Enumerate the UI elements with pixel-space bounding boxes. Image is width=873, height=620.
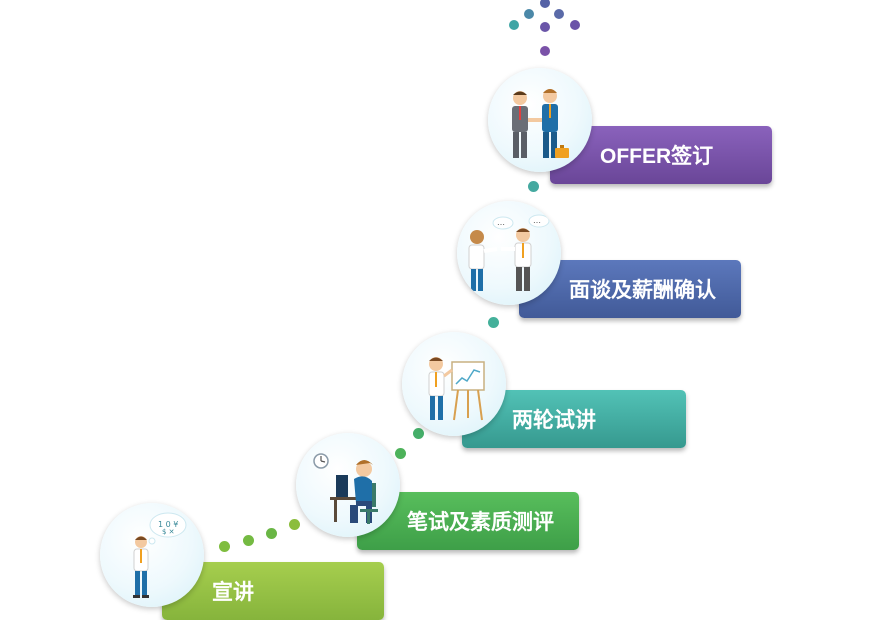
dot bbox=[528, 181, 539, 192]
conversation-icon: … … bbox=[457, 201, 561, 305]
svg-text:1 0 ¥: 1 0 ¥ bbox=[158, 520, 178, 529]
step-label-text: 两轮试讲 bbox=[512, 409, 596, 432]
dot bbox=[509, 20, 519, 30]
dot bbox=[540, 0, 550, 8]
dot bbox=[488, 317, 499, 328]
dot bbox=[554, 9, 564, 19]
step-label-text: 宣讲 bbox=[212, 581, 254, 604]
svg-text:…: … bbox=[497, 218, 505, 227]
presenter-thinking-icon: 1 0 ¥ $ ✕ bbox=[100, 503, 204, 607]
dot bbox=[289, 519, 300, 530]
handshake-icon bbox=[488, 68, 592, 172]
step-label-text: 笔试及素质测评 bbox=[407, 511, 554, 534]
dot bbox=[570, 20, 580, 30]
dot bbox=[219, 541, 230, 552]
dot bbox=[243, 535, 254, 546]
dot bbox=[413, 428, 424, 439]
dot bbox=[540, 46, 550, 56]
dot bbox=[395, 448, 406, 459]
step-label-text: 面谈及薪酬确认 bbox=[569, 279, 716, 302]
svg-text:$ ✕: $ ✕ bbox=[162, 528, 175, 536]
computer-test-icon bbox=[296, 433, 400, 537]
teaching-board-icon bbox=[402, 332, 506, 436]
dot bbox=[540, 22, 550, 32]
step-label-text: OFFER签订 bbox=[600, 145, 714, 168]
dot bbox=[266, 528, 277, 539]
dot bbox=[524, 9, 534, 19]
svg-text:…: … bbox=[533, 216, 541, 225]
